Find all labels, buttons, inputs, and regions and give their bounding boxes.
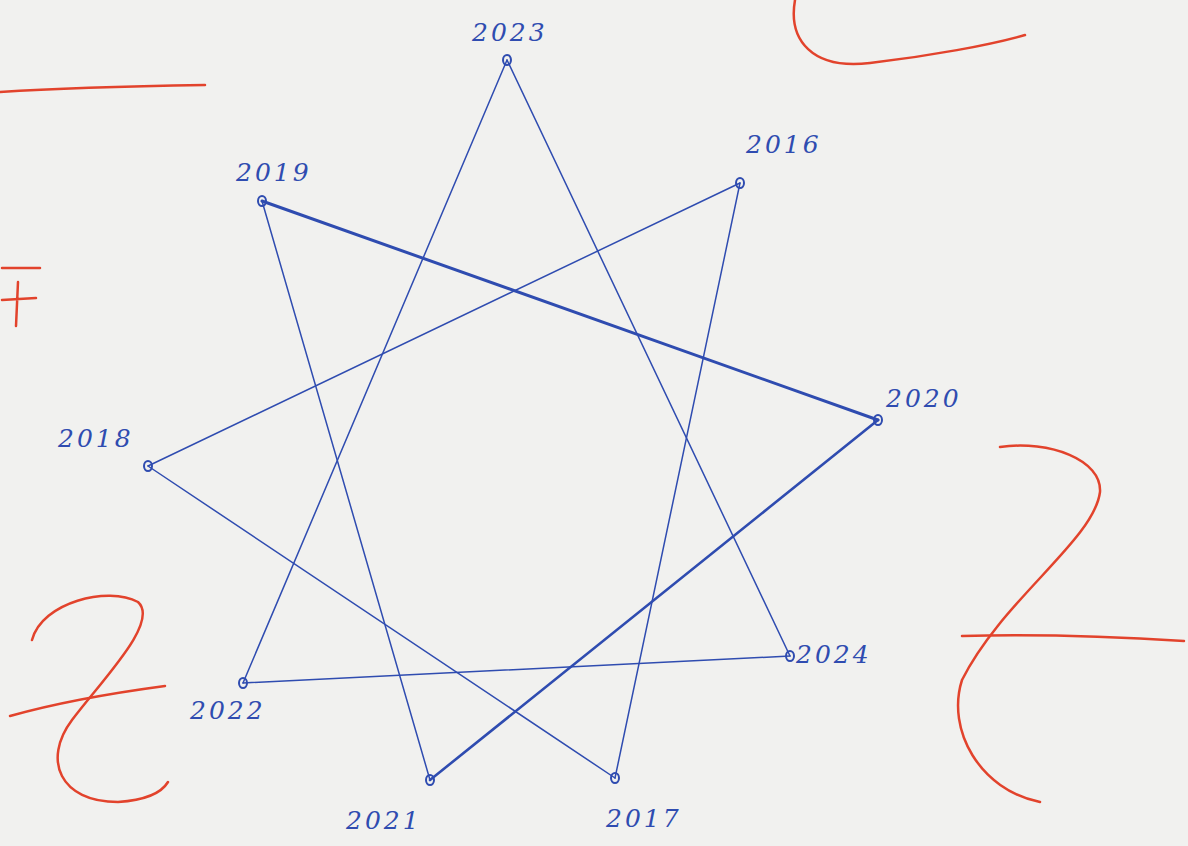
point-dot xyxy=(736,178,744,188)
red-stroke xyxy=(32,596,168,802)
year-label: 2020 xyxy=(886,384,962,413)
year-point: 2016 xyxy=(746,130,824,161)
year-label: 2018 xyxy=(58,424,134,453)
point-dot xyxy=(611,773,619,783)
red-stroke xyxy=(794,0,1025,64)
year-label: 2024 xyxy=(796,640,872,669)
red-stroke xyxy=(2,268,40,326)
year-point: 2022 xyxy=(190,696,268,727)
year-label: 2022 xyxy=(190,696,266,725)
year-point: 2024 xyxy=(796,640,874,671)
point-dot xyxy=(426,775,434,785)
point-dot xyxy=(786,651,794,661)
star-line xyxy=(148,183,740,466)
point-dot xyxy=(258,196,266,206)
star-line xyxy=(430,420,878,780)
year-label: 2016 xyxy=(746,130,822,159)
red-stroke xyxy=(0,85,205,92)
year-point: 2020 xyxy=(886,384,964,415)
star-line xyxy=(243,656,790,683)
point-dot xyxy=(144,461,152,471)
year-label: 2017 xyxy=(606,804,682,833)
red-stroke xyxy=(958,446,1100,802)
year-label: 2021 xyxy=(346,806,422,835)
red-stroke xyxy=(10,686,165,716)
year-point: 2018 xyxy=(58,424,136,455)
red-stroke xyxy=(962,635,1184,641)
star-line xyxy=(262,201,878,420)
star-line xyxy=(615,183,740,778)
year-label: 2019 xyxy=(236,158,312,187)
year-point: 2023 xyxy=(472,18,550,49)
year-point: 2021 xyxy=(346,806,424,837)
year-label: 2023 xyxy=(472,18,548,47)
point-dot xyxy=(503,55,511,65)
star-line xyxy=(148,466,615,778)
point-dot xyxy=(874,415,882,425)
point-dot xyxy=(239,678,247,688)
year-point: 2017 xyxy=(606,804,684,835)
year-point: 2019 xyxy=(236,158,314,189)
star-line xyxy=(262,201,430,780)
